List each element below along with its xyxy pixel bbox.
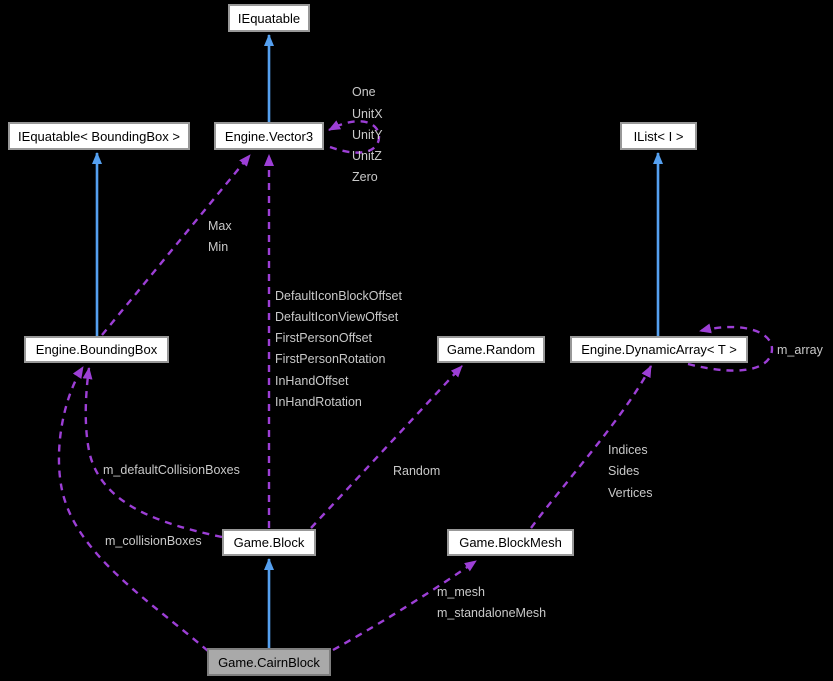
usage-arrow-cairnblock-to-blockmesh	[332, 560, 477, 652]
edge-label-inhandrotation: InHandRotation	[275, 395, 362, 409]
usage-arrow-cairnblock-to-boundingbox	[57, 366, 209, 652]
edge-label-sides: Sides	[608, 464, 640, 478]
edge-label-firstpersonoffset: FirstPersonOffset	[275, 331, 373, 345]
class-node-ilist-i[interactable]: IList< I >	[620, 122, 697, 150]
edge-label-inhandoffset: InHandOffset	[275, 374, 349, 388]
edge-label-unity: UnitY	[352, 128, 383, 142]
edge-label-firstpersonrotation: FirstPersonRotation	[275, 352, 386, 366]
edge-label-m-mesh: m_mesh	[437, 585, 485, 599]
edge-label-m-standalonemesh: m_standaloneMesh	[437, 606, 547, 620]
edge-label-max: Max	[208, 219, 232, 233]
usage-arrow-vector3-self-loop	[328, 120, 381, 154]
edge-label-random: Random	[393, 464, 441, 478]
class-node-iequatable[interactable]: IEquatable	[228, 4, 310, 32]
class-node-game-random[interactable]: Game.Random	[437, 336, 545, 363]
class-node-game-block[interactable]: Game.Block	[222, 529, 316, 556]
usage-arrow-block-to-random	[310, 365, 463, 529]
class-node-engine-dynamicarray-t[interactable]: Engine.DynamicArray< T >	[570, 336, 748, 363]
class-node-engine-boundingbox[interactable]: Engine.BoundingBox	[24, 336, 169, 363]
class-node-game-blockmesh[interactable]: Game.BlockMesh	[447, 529, 574, 556]
edge-label-min: Min	[208, 240, 229, 254]
edge-label-m-defaultcollisionboxes: m_defaultCollisionBoxes	[103, 463, 240, 477]
edge-label-unitz: UnitZ	[352, 149, 382, 163]
edge-label-m-collisionboxes: m_collisionBoxes	[105, 534, 202, 548]
edge-label-one: One	[352, 85, 376, 99]
usage-arrow-block-to-boundingbox	[82, 367, 223, 539]
edge-label-indices: Indices	[608, 443, 648, 457]
edge-label-vertices: Vertices	[608, 486, 653, 500]
edge-label-defaulticonblockoffset: DefaultIconBlockOffset	[275, 289, 402, 303]
class-node-game-cairnblock[interactable]: Game.CairnBlock	[207, 648, 331, 676]
class-node-iequatable-boundingbox[interactable]: IEquatable< BoundingBox >	[8, 122, 190, 150]
edge-label-unitx: UnitX	[352, 107, 383, 121]
class-node-engine-vector3[interactable]: Engine.Vector3	[214, 122, 324, 150]
edge-label-defaulticonviewoffset: DefaultIconViewOffset	[275, 310, 399, 324]
edge-label-m-array: m_array	[777, 343, 823, 357]
usage-arrow-dynamicarray-self-loop	[687, 323, 774, 372]
edge-label-zero: Zero	[352, 170, 378, 184]
